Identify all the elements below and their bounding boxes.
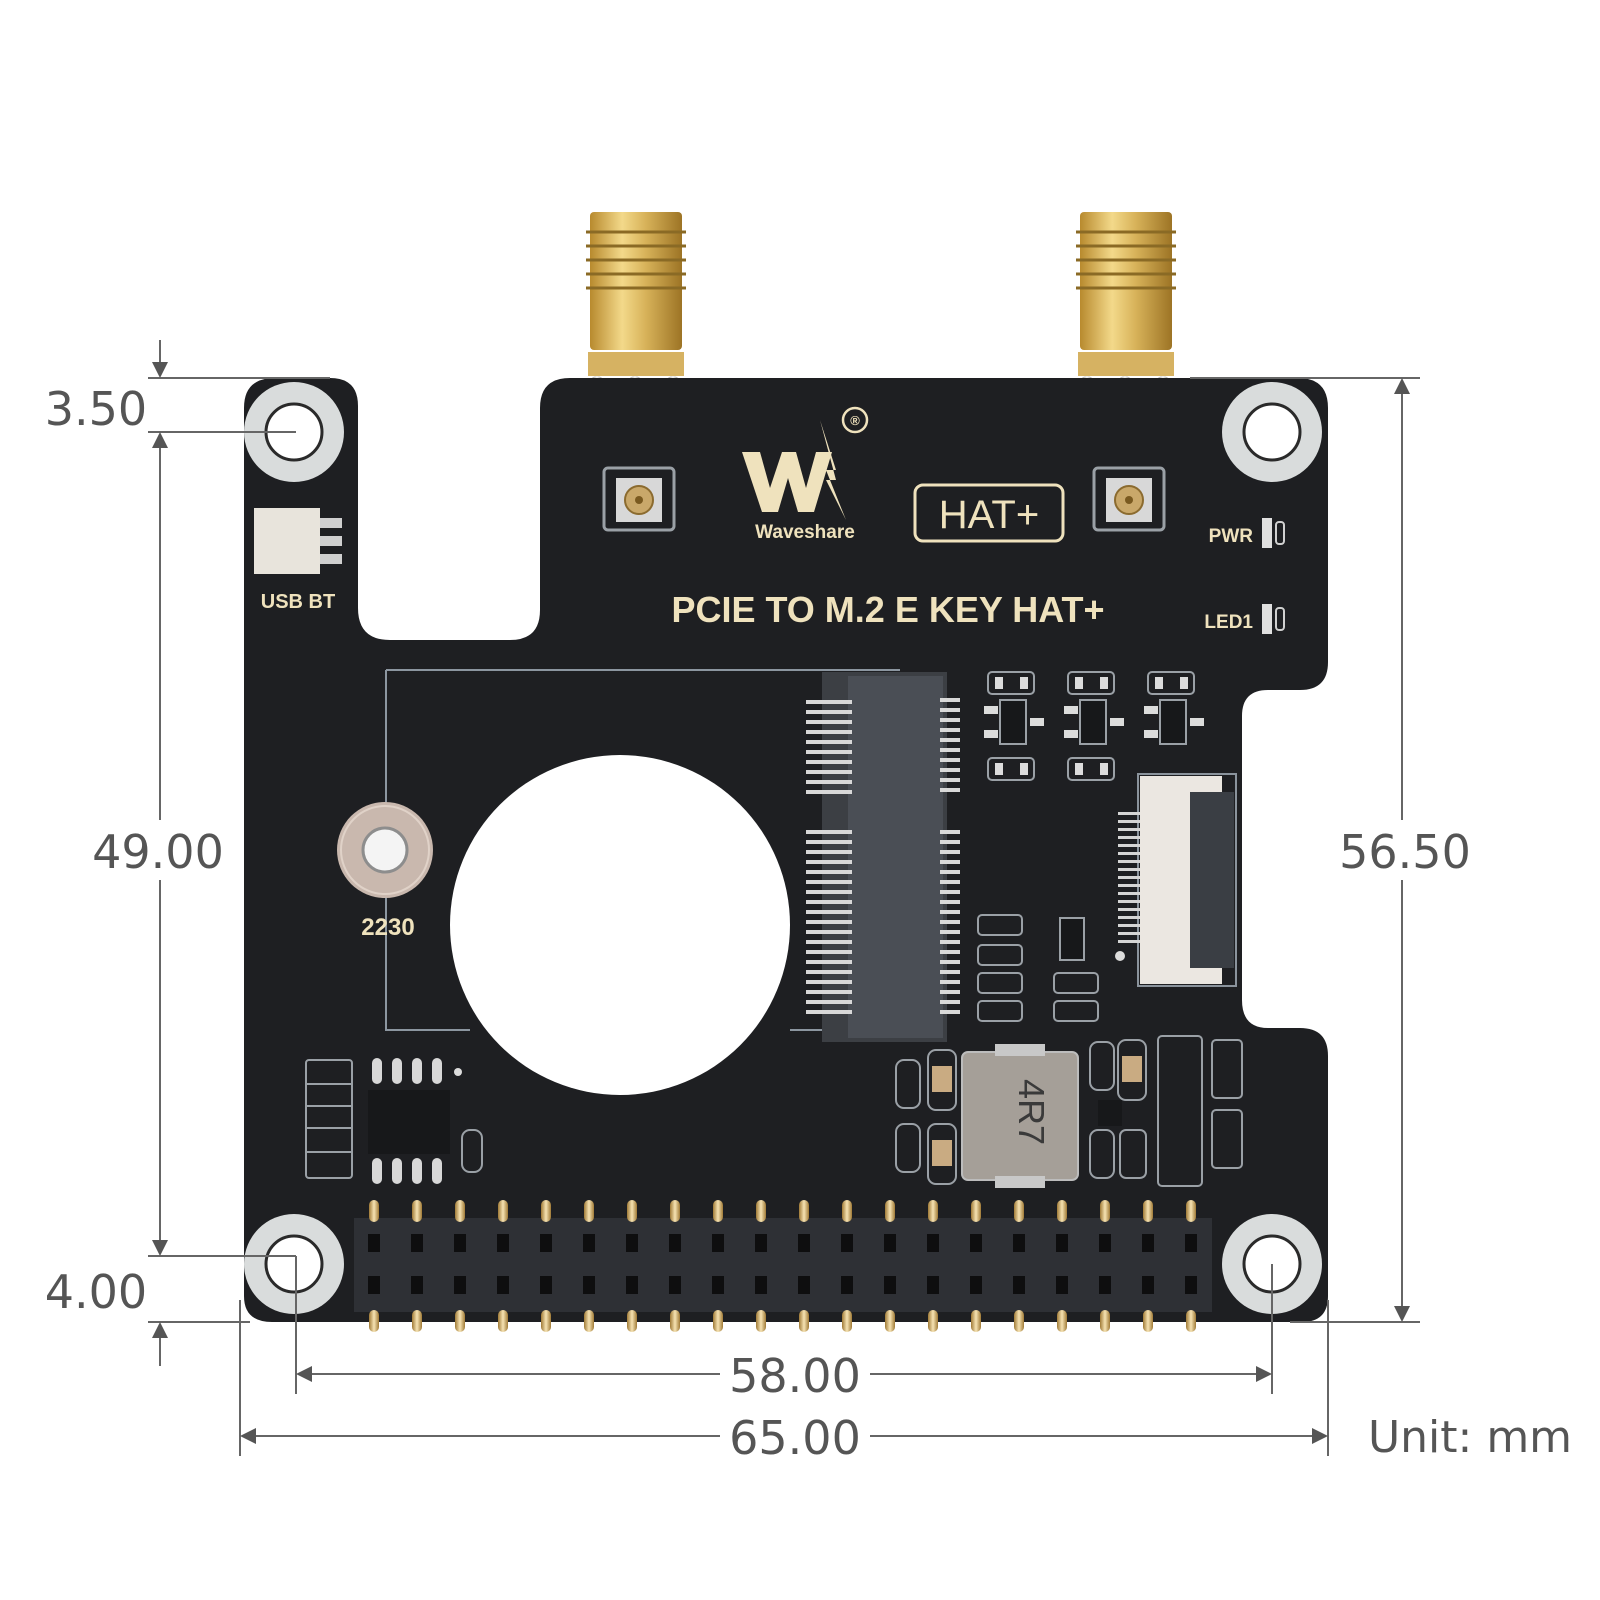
- mounting-hole-top-right: [1222, 382, 1322, 482]
- dim-hole-horizontal-spacing: 58.00: [729, 1349, 861, 1403]
- resistor-array-left: [305, 1059, 483, 1179]
- dim-total-height: 56.50: [1339, 825, 1471, 879]
- smd-components-bottom-right: [895, 1035, 1243, 1187]
- fpc-connector: [1115, 773, 1237, 987]
- m2-card-outline: [385, 669, 900, 1031]
- dim-top-offset: 3.50: [45, 382, 147, 436]
- m2-e-key-connector: [806, 672, 960, 1042]
- mount-size-label: 2230: [361, 914, 414, 941]
- gpio-40pin-header: [354, 1200, 1212, 1332]
- dim-total-width: 65.00: [729, 1411, 861, 1465]
- usb-bt-connector: [254, 508, 342, 574]
- pwr-label: PWR: [1209, 526, 1254, 547]
- hat-plus-badge-text: HAT+: [939, 493, 1039, 537]
- unit-label: Unit: mm: [1368, 1412, 1572, 1463]
- dimension-arrowheads: [152, 362, 1410, 1444]
- usb-bt-label: USB BT: [261, 591, 335, 613]
- board-notch: [360, 378, 538, 638]
- waveshare-logo: ®: [742, 406, 869, 520]
- mounting-hole-bottom-left: [244, 1214, 344, 1314]
- board-title: PCIE TO M.2 E KEY HAT+: [671, 589, 1104, 630]
- dim-bottom-offset: 4.00: [45, 1265, 147, 1319]
- led1-led: [1262, 604, 1272, 634]
- m2-standoff-2230: [337, 802, 433, 898]
- svg-text:®: ®: [850, 413, 860, 428]
- smd-components-middle: [977, 914, 1099, 1022]
- cooling-cutout: [450, 755, 790, 1095]
- hat-plus-badge: [913, 483, 1065, 543]
- pwr-led: [1262, 518, 1272, 548]
- dim-hole-vertical-spacing: 49.00: [92, 825, 224, 879]
- so8-chip: [368, 1058, 462, 1184]
- ufl-connector-right: [1092, 466, 1166, 532]
- smd-components-top: [987, 671, 1195, 781]
- inductor-label: 4R7: [1011, 1079, 1052, 1145]
- inductor-4r7: 4R7: [961, 1044, 1079, 1188]
- brand-label: Waveshare: [755, 522, 855, 543]
- led1-label: LED1: [1204, 612, 1253, 633]
- ufl-connector-left: [602, 466, 676, 532]
